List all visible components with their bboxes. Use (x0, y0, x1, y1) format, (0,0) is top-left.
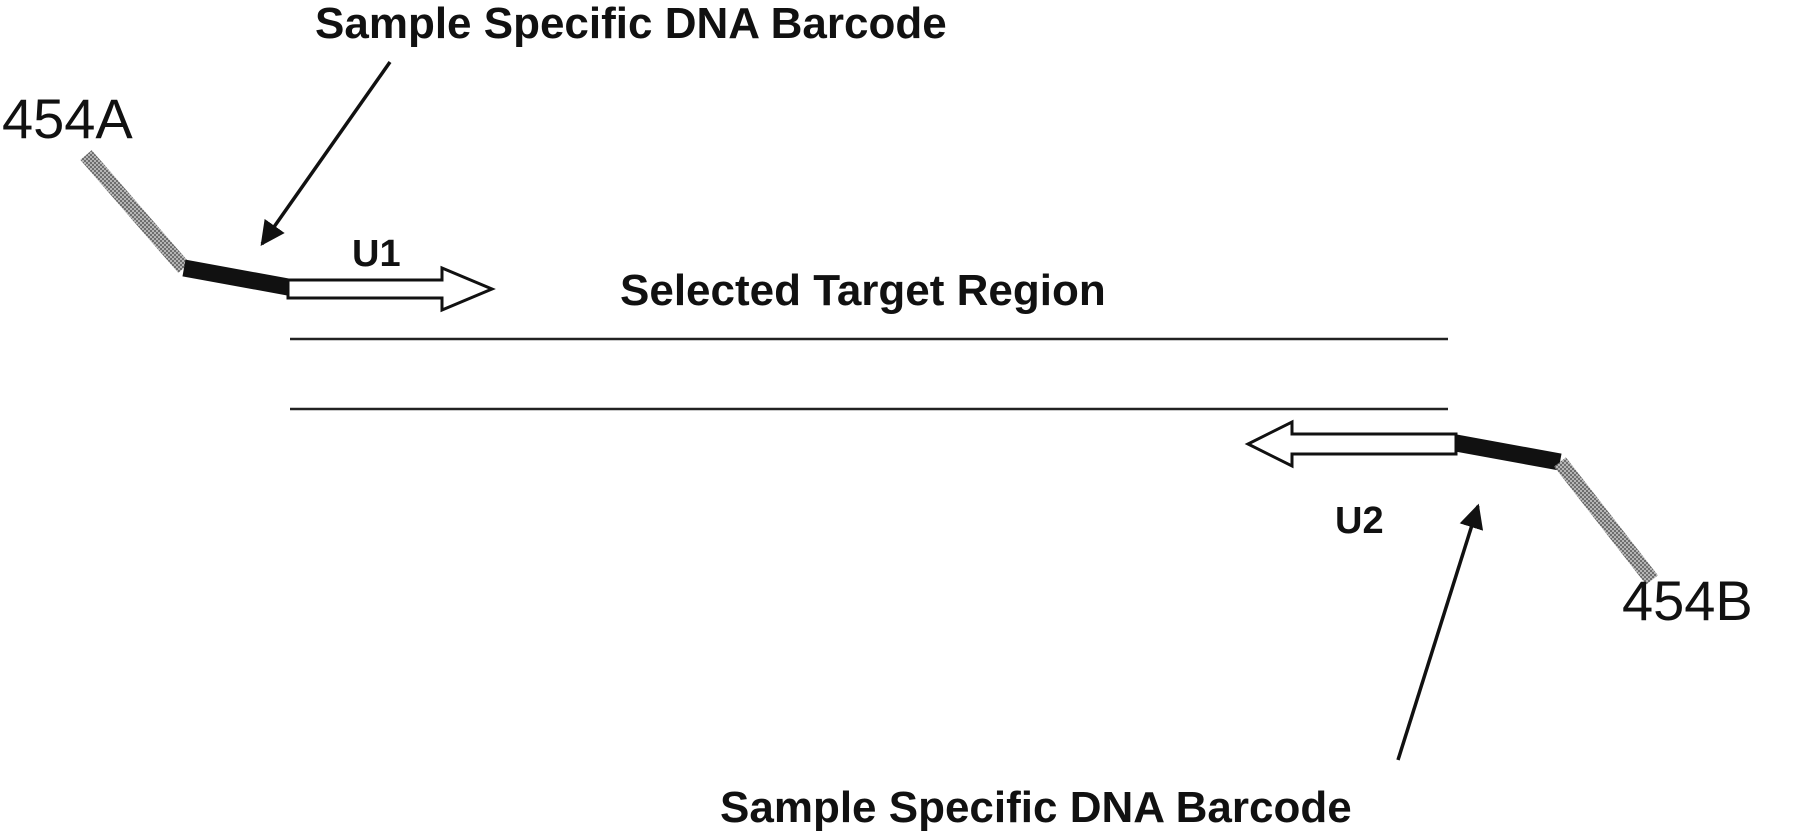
adapter-label-b: 454B (1622, 569, 1753, 632)
primer-label-u2: U2 (1335, 500, 1384, 542)
primer-label-u1: U1 (352, 233, 401, 275)
barcode-segment-b (1454, 434, 1562, 471)
adapter-segment-a (80, 150, 190, 273)
target-region-label: Selected Target Region (620, 266, 1106, 315)
forward-primer-arrow (286, 265, 496, 313)
barcode-label-bottom: Sample Specific DNA Barcode (720, 783, 1352, 832)
barcode-segment-a (182, 259, 290, 296)
barcode-pointer-arrow-top (260, 60, 392, 247)
adapter-segment-b (1554, 457, 1658, 585)
reverse-primer-arrow (1244, 419, 1458, 469)
barcode-label-top: Sample Specific DNA Barcode (315, 0, 947, 48)
barcode-pointer-arrow-bottom (1396, 503, 1484, 761)
adapter-label-a: 454A (2, 87, 133, 150)
